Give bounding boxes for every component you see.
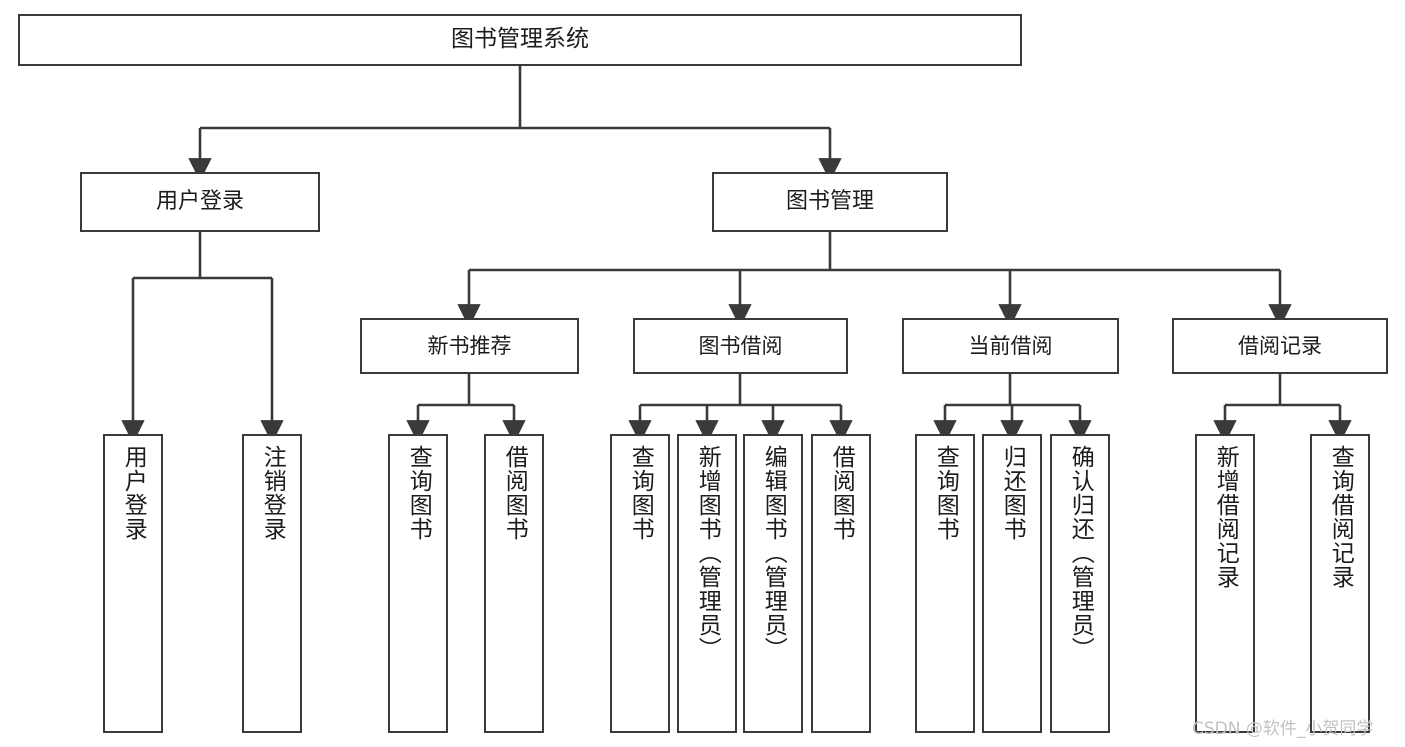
leaf-query-book-nbr[interactable]: 查询图书 [388,434,448,733]
node-label: 查询图书 [405,445,432,541]
node-label: 查询图书 [627,445,654,541]
leaf-return-book[interactable]: 归还图书 [982,434,1042,733]
leaf-edit-book-admin[interactable]: 编辑图书（管理员） [743,434,803,733]
node-user-login[interactable]: 用户登录 [80,172,320,232]
node-label: 借阅图书 [828,445,855,541]
node-book-management[interactable]: 图书管理 [712,172,948,232]
leaf-confirm-return-admin[interactable]: 确认归还（管理员） [1050,434,1110,733]
node-label: 编辑图书（管理员） [760,445,787,661]
node-borrow-record[interactable]: 借阅记录 [1172,318,1388,374]
node-label: 新增图书（管理员） [694,445,721,661]
node-label: 图书管理系统 [451,26,589,53]
leaf-borrow-book-nbr[interactable]: 借阅图书 [484,434,544,733]
leaf-add-book-admin[interactable]: 新增图书（管理员） [677,434,737,733]
node-label: 当前借阅 [968,333,1053,358]
leaf-logout[interactable]: 注销登录 [242,434,302,733]
node-label: 新书推荐 [427,333,512,358]
leaf-borrow-book-bb[interactable]: 借阅图书 [811,434,871,733]
node-label: 借阅记录 [1238,333,1322,358]
node-current-borrow[interactable]: 当前借阅 [902,318,1119,374]
node-label: 归还图书 [999,445,1026,541]
node-label: 新增借阅记录 [1212,445,1239,589]
node-book-borrow[interactable]: 图书借阅 [633,318,848,374]
node-label: 确认归还（管理员） [1067,445,1094,661]
node-label: 查询借阅记录 [1327,445,1354,589]
node-label: 图书借阅 [698,333,783,358]
leaf-query-book-cb[interactable]: 查询图书 [915,434,975,733]
node-label: 注销登录 [259,445,286,541]
node-new-book-recommend[interactable]: 新书推荐 [360,318,579,374]
node-label: 借阅图书 [501,445,528,541]
leaf-query-borrow-record[interactable]: 查询借阅记录 [1310,434,1370,733]
node-root-system[interactable]: 图书管理系统 [18,14,1022,66]
leaf-add-borrow-record[interactable]: 新增借阅记录 [1195,434,1255,733]
node-label: 用户登录 [155,189,244,215]
leaf-query-book-bb[interactable]: 查询图书 [610,434,670,733]
leaf-user-login[interactable]: 用户登录 [103,434,163,733]
csdn-watermark: CSDN @软件_小贺同学 [1192,719,1374,739]
node-label: 用户登录 [120,445,147,541]
node-label: 查询图书 [932,445,959,541]
node-label: 图书管理 [785,189,874,215]
